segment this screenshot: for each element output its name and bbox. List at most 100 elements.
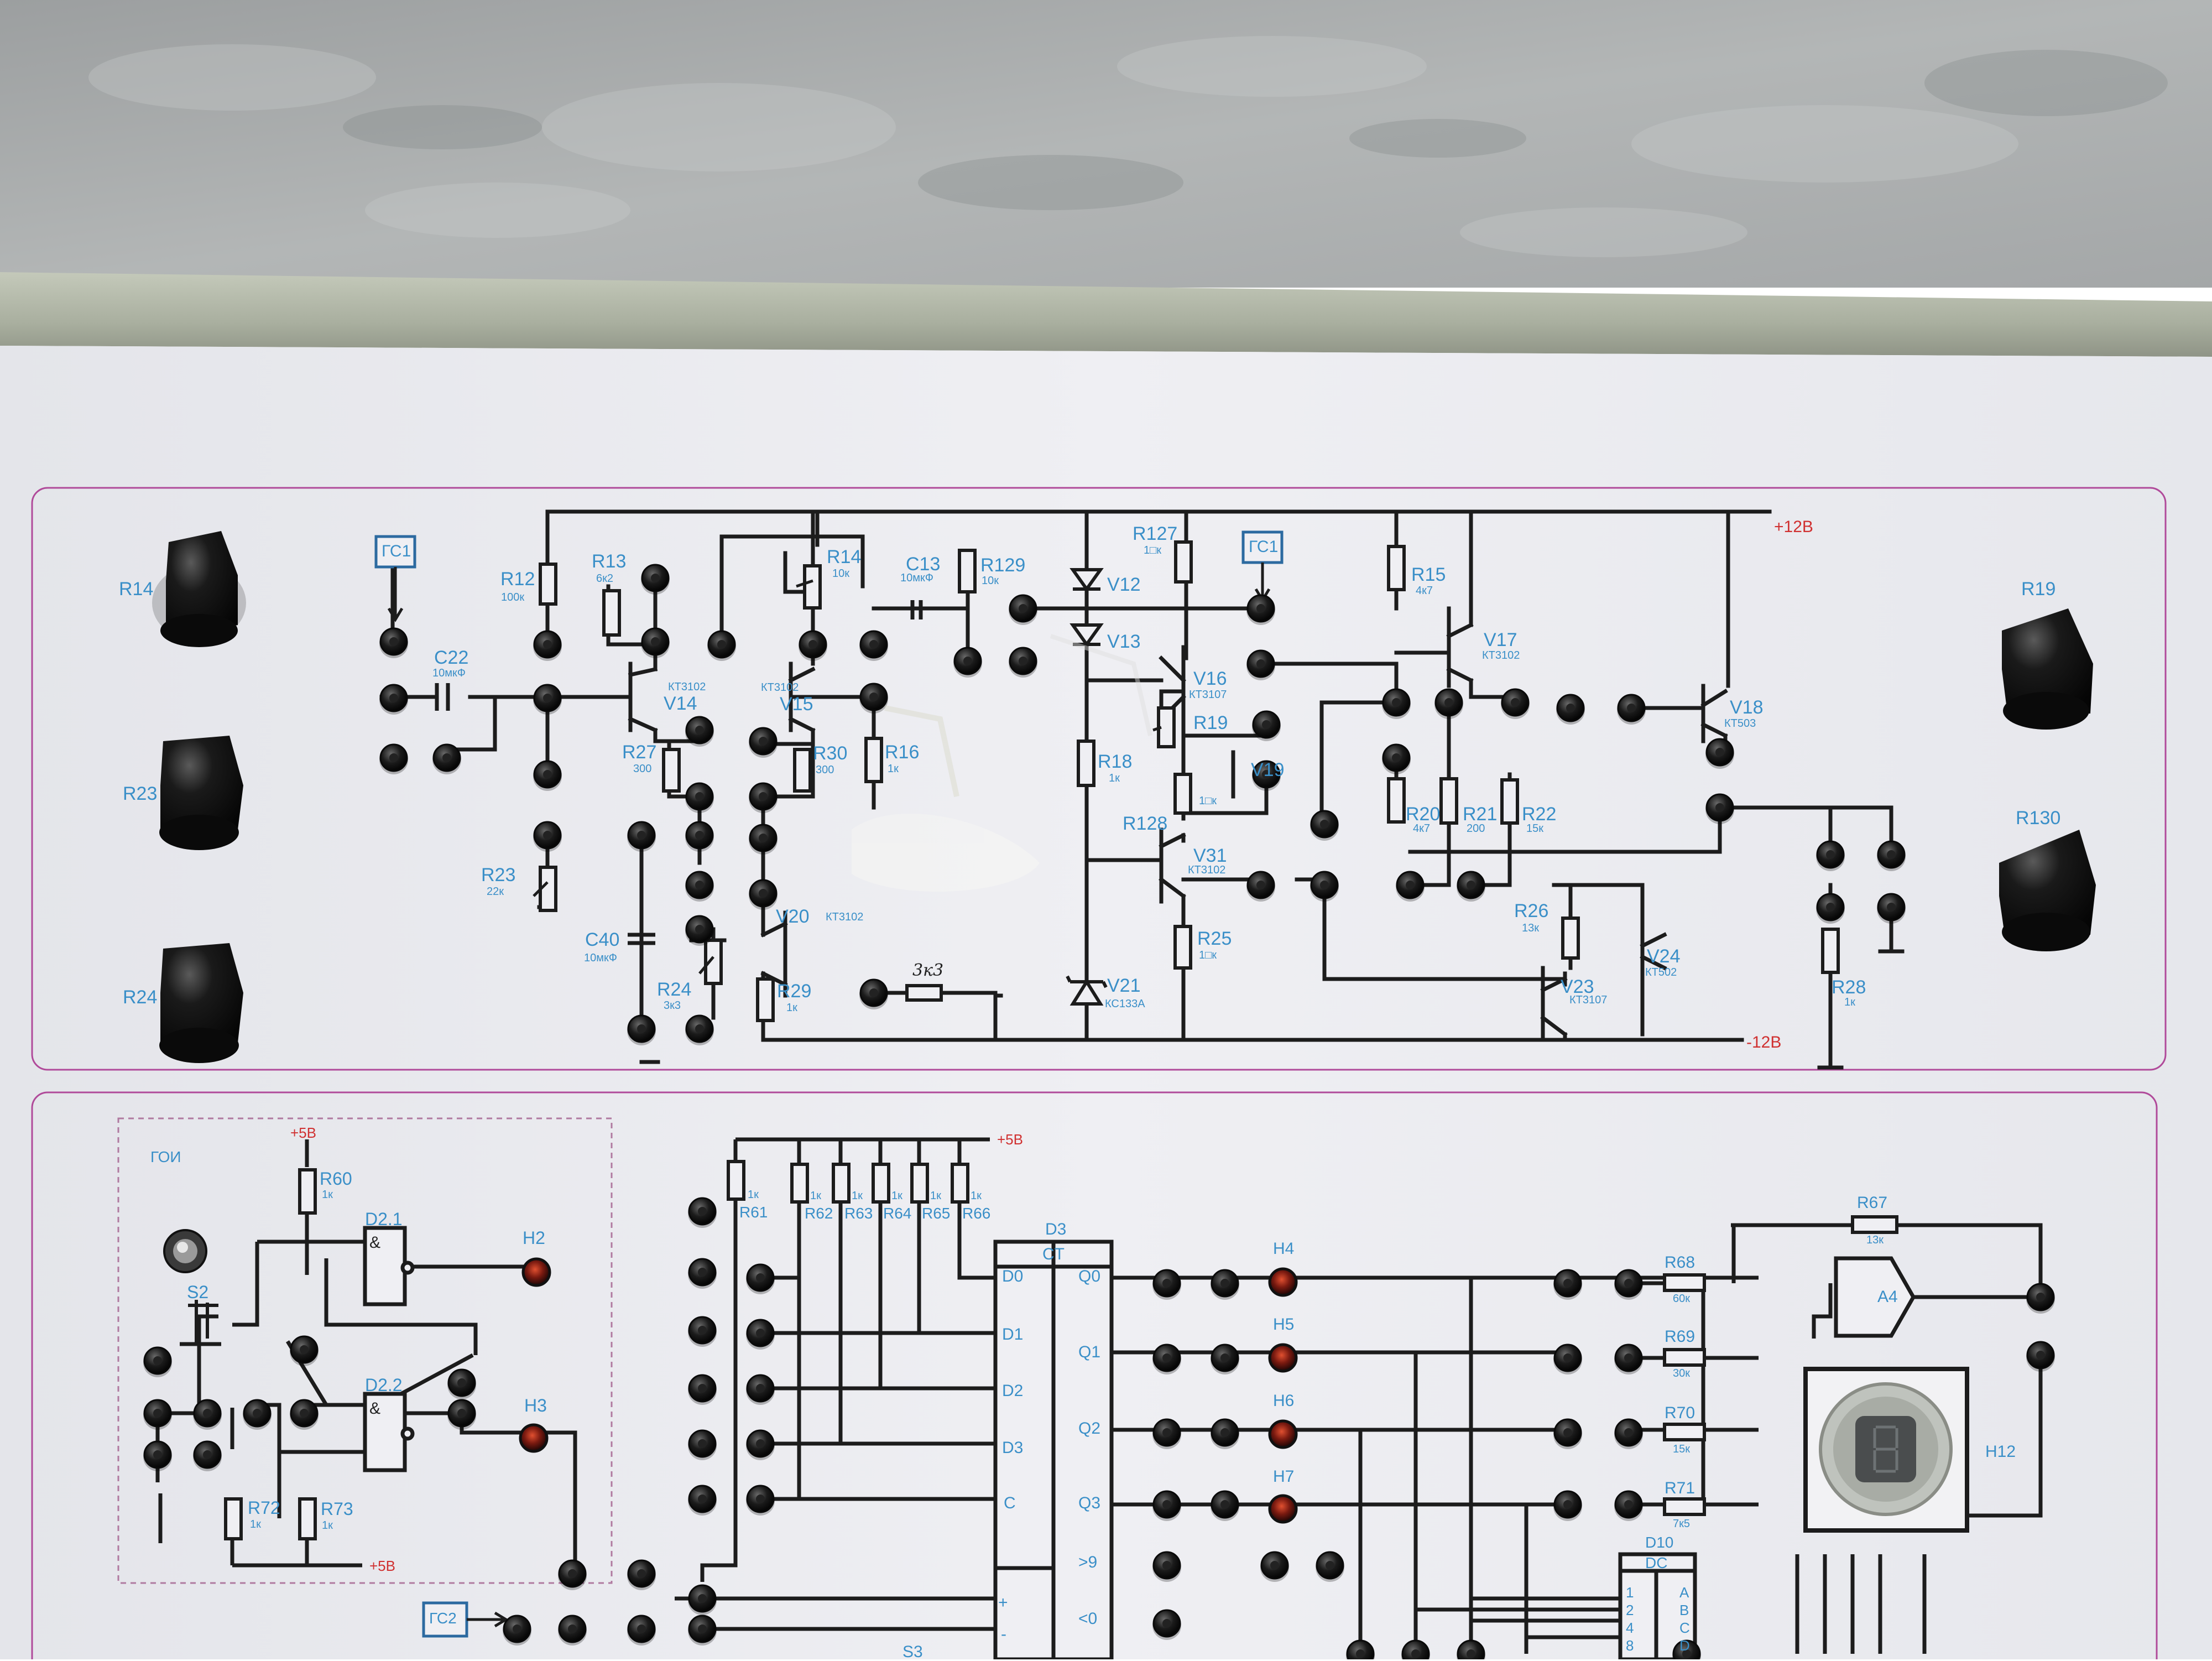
- c13-label: C13: [906, 554, 941, 575]
- s2-label: S2: [187, 1282, 209, 1302]
- r66-label: R66: [962, 1205, 991, 1222]
- v17-value: КТ3102: [1482, 649, 1520, 662]
- r29-label: R29: [777, 981, 812, 1002]
- generator-gs2-label: ГС2: [429, 1610, 457, 1627]
- knob-r19[interactable]: [2002, 608, 2096, 719]
- r24-value: 3к3: [664, 999, 681, 1012]
- r128-label: R128: [1123, 813, 1168, 834]
- r72-value: 1к: [250, 1518, 261, 1530]
- decoder-in-4: 4: [1626, 1620, 1634, 1636]
- r12-value: 100к: [501, 591, 525, 603]
- r68-label: R68: [1665, 1253, 1695, 1272]
- r129-label: R129: [980, 555, 1026, 576]
- decoder-in-2: 2: [1626, 1602, 1634, 1618]
- counter-out-lt0: <0: [1078, 1610, 1098, 1628]
- decoder-out-c: C: [1679, 1620, 1690, 1636]
- supply-5v-bus: +5В: [997, 1131, 1023, 1148]
- counter-out-q1: Q1: [1078, 1343, 1101, 1361]
- v12-label: V12: [1107, 574, 1141, 595]
- r20-value: 4к7: [1413, 822, 1430, 835]
- knob-label-r24: R24: [123, 987, 158, 1008]
- supply-5v-goi: +5В: [290, 1124, 316, 1141]
- h6-label: H6: [1273, 1392, 1295, 1410]
- decoder-type: DC: [1645, 1554, 1668, 1571]
- counter-name: D3: [1045, 1220, 1067, 1238]
- r129-value: 10к: [982, 575, 999, 587]
- r16-value: 1к: [888, 763, 899, 775]
- r63-value: 1к: [852, 1190, 863, 1202]
- v16-label: V16: [1193, 668, 1227, 689]
- c22-label: C22: [434, 647, 469, 668]
- r12-label: R12: [500, 569, 535, 590]
- knob-r130[interactable]: [1999, 830, 2099, 940]
- generator-gs1-right: ГС1: [1249, 538, 1279, 556]
- v24-value: КТ502: [1645, 966, 1677, 978]
- v18-label: V18: [1730, 697, 1764, 718]
- r23-label: R23: [481, 865, 516, 886]
- r15-label: R15: [1411, 564, 1446, 585]
- decoder-in-8: 8: [1626, 1637, 1634, 1654]
- v31-value: КТ3102: [1188, 864, 1226, 876]
- r62-value: 1к: [810, 1190, 821, 1202]
- counter-in-plus: +: [998, 1594, 1008, 1612]
- r73-value: 1к: [322, 1519, 333, 1532]
- counter-in-d0: D0: [1002, 1267, 1024, 1285]
- v21-label: V21: [1107, 975, 1141, 996]
- r73-label: R73: [321, 1499, 353, 1519]
- counter-type: CT: [1042, 1245, 1065, 1263]
- c40-label: C40: [585, 929, 620, 950]
- c40-value: 10мкФ: [584, 952, 617, 964]
- r22-value: 15к: [1526, 822, 1543, 835]
- r70-label: R70: [1665, 1404, 1695, 1422]
- knob-label-r23: R23: [123, 783, 158, 804]
- generator-gs1-left: ГС1: [382, 542, 411, 560]
- r128-value: 1□к: [1199, 795, 1217, 807]
- push-button-s2[interactable]: [163, 1229, 207, 1273]
- d21-label: D2.1: [365, 1209, 403, 1229]
- counter-out-q3: Q3: [1078, 1494, 1101, 1512]
- handwritten-resistor-value: 3к3: [912, 961, 944, 980]
- r14-label: R14: [827, 546, 862, 567]
- v13-label: V13: [1107, 631, 1141, 652]
- knob-r23[interactable]: [160, 736, 243, 852]
- counter-in-d1: D1: [1002, 1325, 1024, 1344]
- counter-in-minus: -: [1001, 1625, 1006, 1643]
- decoder-out-b: B: [1679, 1602, 1689, 1618]
- r22-label: R22: [1522, 804, 1557, 825]
- decoder-name: D10: [1645, 1534, 1674, 1551]
- r71-label: R71: [1665, 1479, 1695, 1497]
- r61-label: R61: [739, 1204, 768, 1221]
- r30-value: 300: [816, 764, 834, 776]
- v14-label: V14: [664, 693, 697, 714]
- knob-r24[interactable]: [160, 943, 243, 1065]
- h3-label: H3: [524, 1396, 547, 1415]
- r64-value: 1к: [891, 1190, 902, 1202]
- supply-5v-goi-bottom: +5В: [369, 1558, 395, 1574]
- r21-value: 200: [1467, 822, 1485, 835]
- r63-label: R63: [844, 1205, 873, 1222]
- v31-label: V31: [1193, 845, 1227, 866]
- r27-value: 300: [633, 763, 652, 775]
- r71-value: 7к5: [1673, 1518, 1690, 1530]
- v23-label: V23: [1561, 976, 1594, 997]
- knob-r14[interactable]: [160, 531, 243, 642]
- v16-value: КТ3107: [1189, 689, 1227, 701]
- v15-value: КТ3102: [761, 681, 799, 694]
- r127-value: 1□к: [1144, 544, 1161, 556]
- r15-value: 4к7: [1416, 585, 1433, 597]
- r69-label: R69: [1665, 1327, 1695, 1346]
- r28-value: 1к: [1844, 996, 1855, 1008]
- r72-label: R72: [248, 1498, 280, 1518]
- r21-label: R21: [1463, 804, 1498, 825]
- r26-label: R26: [1514, 900, 1549, 921]
- goi-label: ГОИ: [150, 1148, 181, 1165]
- r64-label: R64: [883, 1205, 912, 1222]
- r19-label: R19: [1193, 712, 1228, 733]
- r23-value: 22к: [487, 886, 504, 898]
- r127-label: R127: [1133, 523, 1178, 544]
- r16-label: R16: [885, 742, 920, 763]
- s3-label: S3: [902, 1643, 923, 1661]
- v19-label: V19: [1251, 759, 1285, 780]
- v17-label: V17: [1484, 629, 1517, 650]
